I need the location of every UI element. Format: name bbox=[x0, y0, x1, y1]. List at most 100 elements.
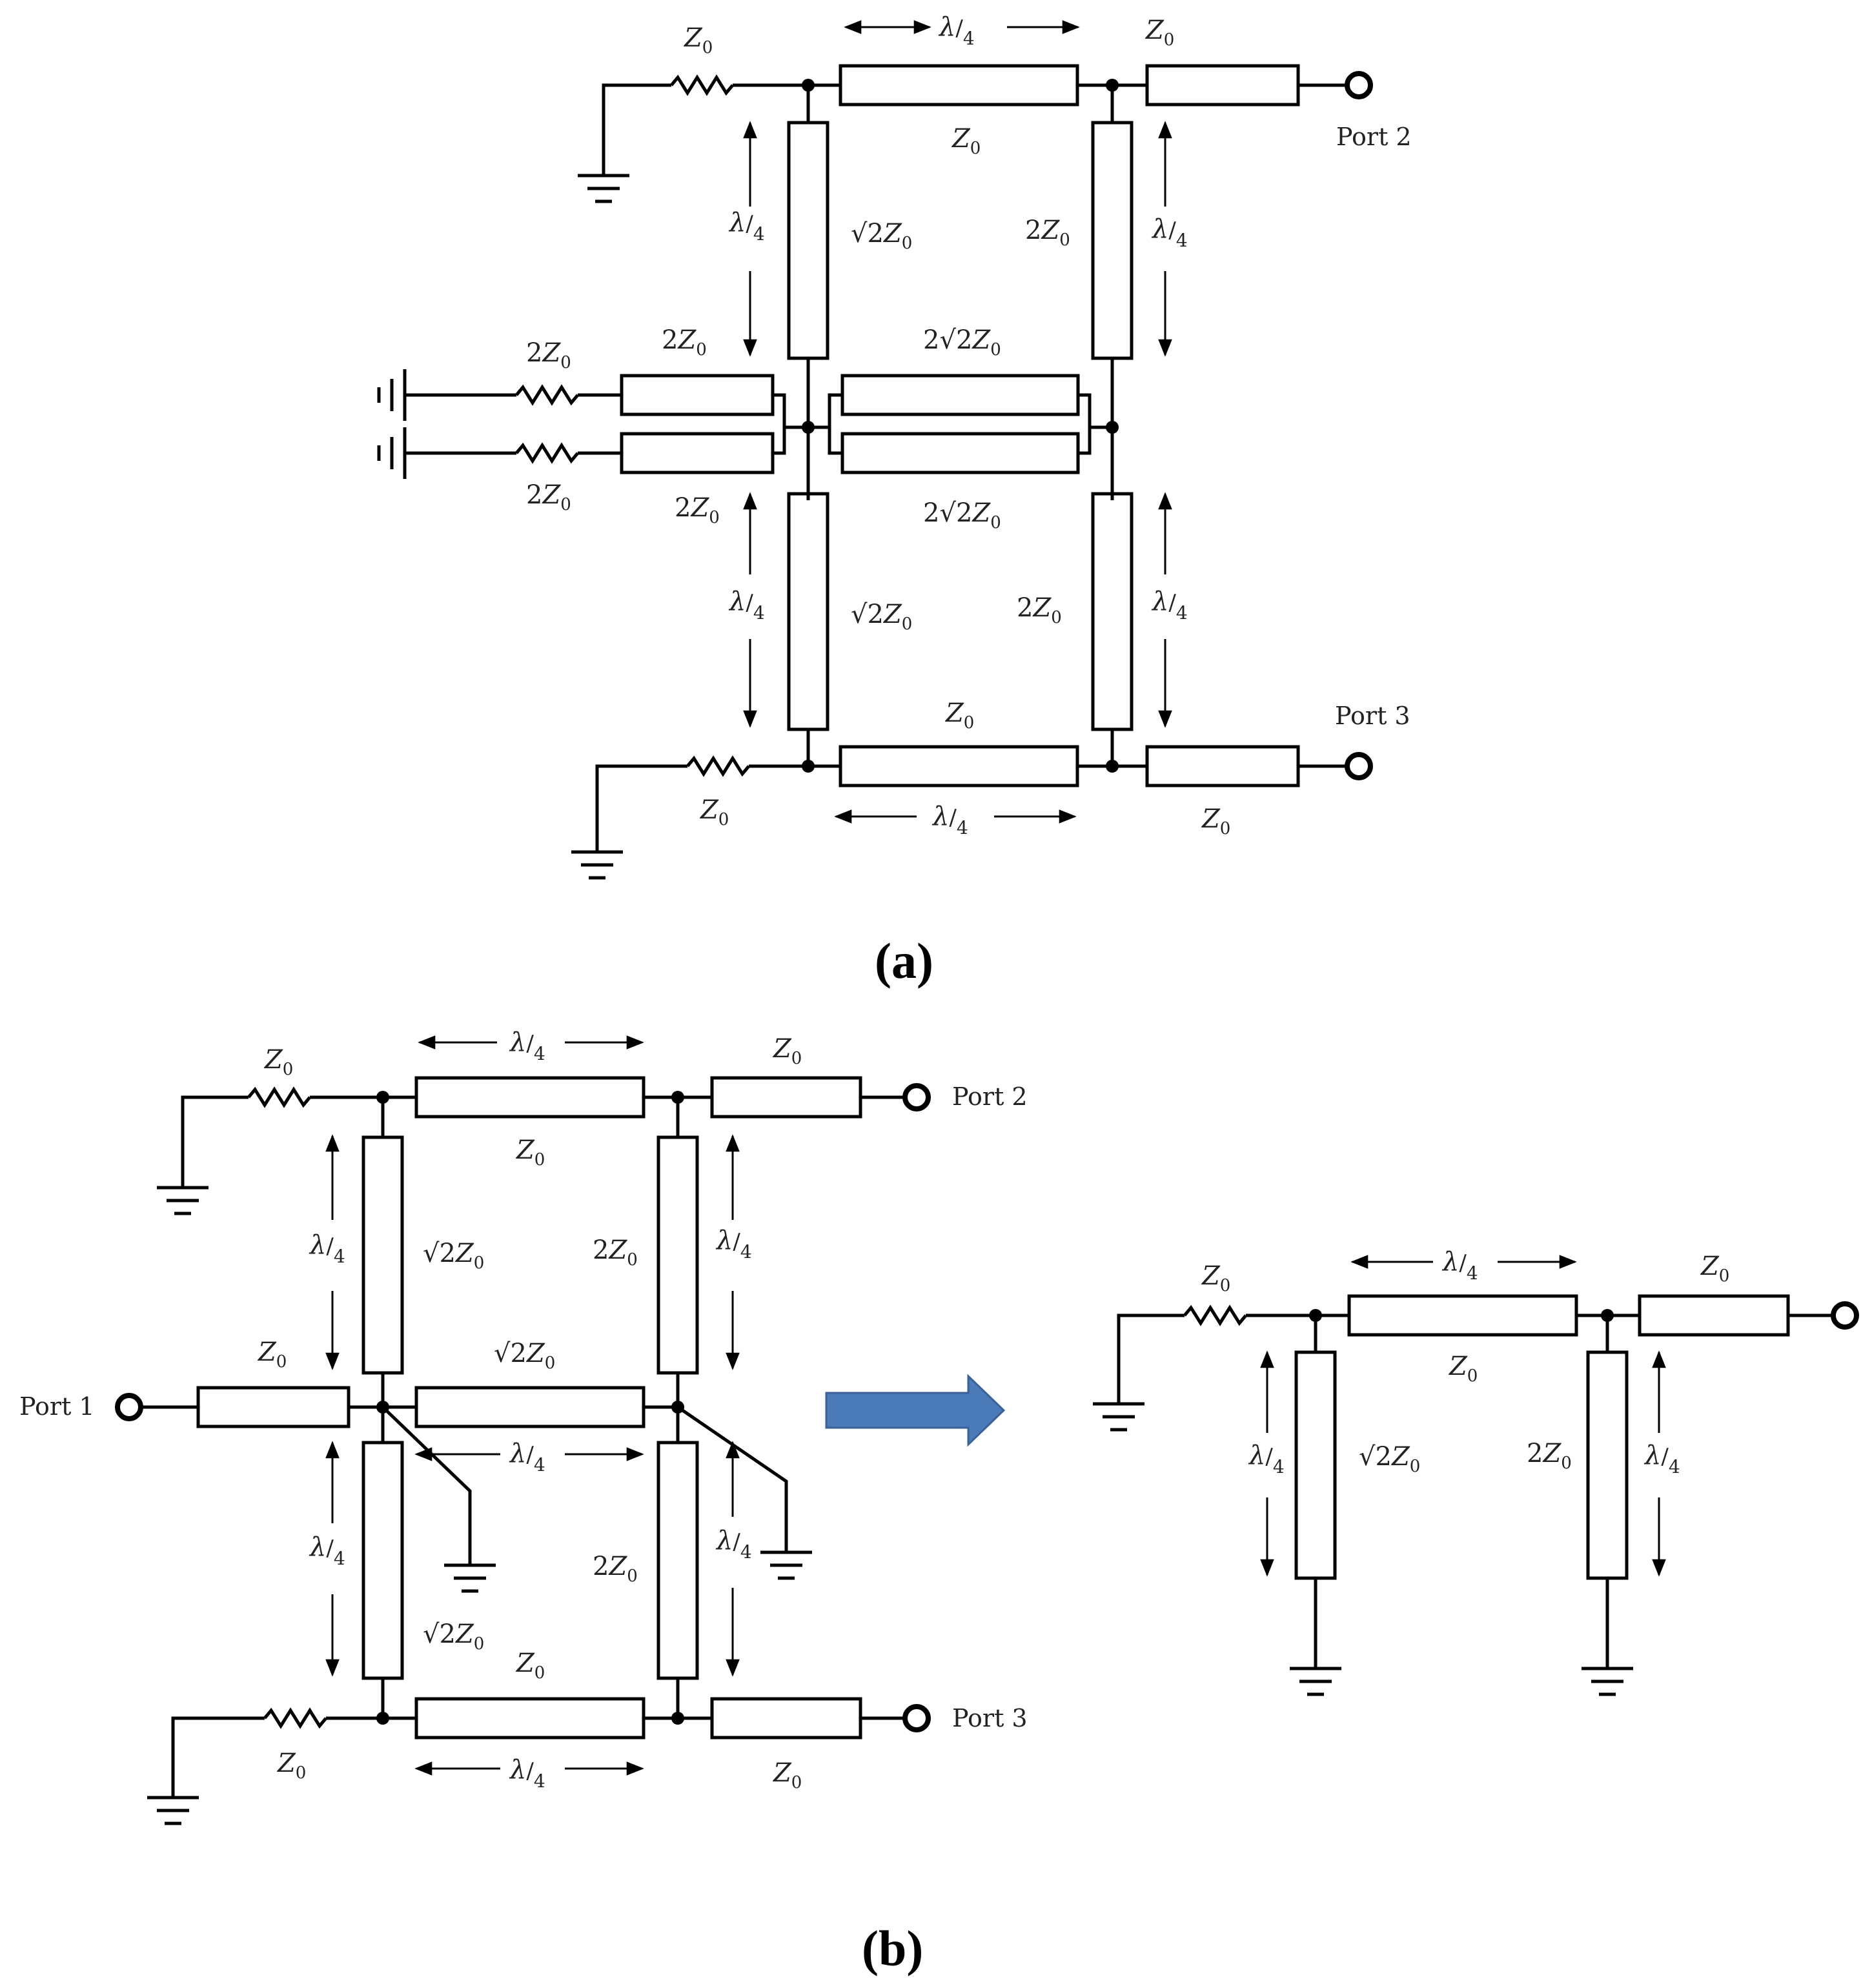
ground-b-mid-right bbox=[760, 1550, 812, 1580]
label-a-z0-1: Z0 bbox=[683, 23, 713, 57]
label-b-lambda-mid: λ/4 bbox=[509, 1439, 545, 1476]
tline-b2-feed bbox=[1638, 1294, 1790, 1337]
label-a-2sqrt2z0-1: 2√2Z0 bbox=[923, 325, 1001, 360]
label-b-z0-4: Z0 bbox=[257, 1337, 287, 1372]
tline-b-lower-left bbox=[361, 1441, 404, 1680]
node-b-2 bbox=[671, 1091, 684, 1104]
labels-panel-b-right: Z0 λ/4 Z0 Z0 λ/4 √2Z0 2Z0 λ/4 bbox=[1201, 1247, 1729, 1477]
short-b-left bbox=[382, 1406, 472, 1565]
label-a-lambda-ul: λ/4 bbox=[728, 208, 765, 245]
ground-a-mid-2 bbox=[377, 427, 407, 479]
node-a-1 bbox=[802, 79, 815, 92]
panel-a bbox=[377, 20, 1373, 880]
node-b-3 bbox=[376, 1401, 389, 1414]
tline-b-upper-left bbox=[361, 1135, 404, 1375]
ground-b-bottom-left bbox=[147, 1796, 199, 1825]
caption-a: (a) bbox=[875, 933, 933, 989]
label-b2-sqrt2z0: √2Z0 bbox=[1359, 1442, 1420, 1476]
label-a-z0-5: Z0 bbox=[699, 795, 729, 829]
label-b-lambda-top: λ/4 bbox=[509, 1028, 545, 1064]
label-b-z0-1: Z0 bbox=[263, 1045, 293, 1079]
resistor-a-mid-1 bbox=[405, 384, 622, 406]
label-a-lambda-bottom: λ/4 bbox=[931, 802, 968, 838]
label-b-z0-7: Z0 bbox=[772, 1758, 802, 1792]
resistor-a-bottom-left bbox=[595, 755, 840, 833]
label-b2-lambda-top: λ/4 bbox=[1441, 1247, 1478, 1284]
label-a-lambda-ur: λ/4 bbox=[1151, 214, 1188, 251]
tline-b2-top bbox=[1347, 1294, 1578, 1337]
port2-label-b: Port 2 bbox=[952, 1082, 1028, 1111]
label-b2-2z0: 2Z0 bbox=[1527, 1439, 1572, 1473]
port3-terminal-b bbox=[902, 1704, 931, 1732]
tline-b2-stub-right bbox=[1586, 1350, 1629, 1580]
tline-b-bottom bbox=[414, 1697, 646, 1740]
resistor-a-mid-2 bbox=[405, 442, 622, 464]
label-a-sqrt2z0-2: √2Z0 bbox=[851, 600, 912, 634]
label-a-z0-4: Z0 bbox=[944, 698, 974, 733]
labels-panel-b-left: Z0 λ/4 Z0 Port 2 Z0 λ/4 √2Z0 2Z0 λ/4 Por… bbox=[19, 1028, 1028, 1792]
node-b-4 bbox=[671, 1401, 684, 1414]
label-b-lambda-ur: λ/4 bbox=[715, 1226, 752, 1263]
ground-a-bottom-left bbox=[571, 833, 623, 880]
node-b-6 bbox=[671, 1712, 684, 1725]
port3-label-b: Port 3 bbox=[952, 1704, 1028, 1732]
tline-a-port3-feed bbox=[1145, 745, 1300, 787]
tline-b-port1-feed bbox=[196, 1386, 351, 1428]
label-a-z0-2: Z0 bbox=[1145, 15, 1174, 50]
label-b-lambda-bottom: λ/4 bbox=[509, 1755, 545, 1792]
label-b2-lambda-right: λ/4 bbox=[1643, 1441, 1680, 1477]
label-b-lambda-ll: λ/4 bbox=[309, 1532, 345, 1569]
tline-a-bottom bbox=[839, 745, 1079, 787]
port3-terminal-a bbox=[1345, 752, 1373, 780]
label-a-lambda-lr: λ/4 bbox=[1151, 587, 1188, 624]
node-b-5 bbox=[376, 1712, 389, 1725]
tline-b-top bbox=[414, 1076, 646, 1119]
label-b-z0-3: Z0 bbox=[515, 1135, 545, 1170]
label-a-2z0-1: 2Z0 bbox=[1025, 216, 1070, 250]
ground-b2-stub-right bbox=[1582, 1667, 1633, 1696]
resistor-b-bottom-left bbox=[171, 1707, 416, 1798]
tline-b2-stub-left bbox=[1294, 1350, 1337, 1580]
panel-b-right bbox=[1093, 1255, 1859, 1696]
label-a-2sqrt2z0-2: 2√2Z0 bbox=[923, 498, 1001, 532]
label-b2-lambda-left: λ/4 bbox=[1248, 1441, 1285, 1477]
ground-b-mid-left bbox=[444, 1563, 496, 1593]
label-b-sqrt2z0-mid: √2Z0 bbox=[494, 1339, 555, 1373]
short-b-right bbox=[677, 1405, 788, 1552]
label-b-sqrt2z0-2: √2Z0 bbox=[423, 1619, 484, 1654]
caption-b: (b) bbox=[862, 1920, 923, 1976]
node-b2-2 bbox=[1601, 1309, 1614, 1322]
label-b-sqrt2z0-1: √2Z0 bbox=[423, 1239, 484, 1273]
tline-a-port2-feed bbox=[1145, 64, 1300, 107]
label-a-2z0-r1: 2Z0 bbox=[526, 338, 571, 372]
tline-a-upper-left bbox=[787, 121, 829, 360]
resistor-b2-top-left bbox=[1117, 1304, 1349, 1404]
tline-a-mid-right-2 bbox=[840, 432, 1080, 474]
node-a-4 bbox=[1106, 421, 1119, 434]
tline-a-top bbox=[839, 64, 1079, 107]
tline-a-mid-left-1 bbox=[620, 374, 775, 416]
tline-b-port2-feed bbox=[710, 1076, 862, 1119]
tline-a-mid-right-1 bbox=[840, 374, 1080, 416]
label-b-lambda-lr: λ/4 bbox=[715, 1526, 752, 1563]
ground-a-top-left bbox=[578, 119, 629, 203]
tline-b-mid bbox=[414, 1386, 646, 1428]
label-a-2z0-t2: 2Z0 bbox=[675, 493, 720, 527]
ground-b-top-left bbox=[157, 1184, 209, 1215]
label-b2-z0-1: Z0 bbox=[1201, 1261, 1230, 1295]
label-a-sqrt2z0-1: √2Z0 bbox=[851, 219, 912, 253]
label-a-lambda-ll: λ/4 bbox=[728, 587, 765, 624]
label-a-2z0-t1: 2Z0 bbox=[662, 325, 707, 360]
port-terminal-b2 bbox=[1831, 1301, 1859, 1330]
label-b-2z0-2: 2Z0 bbox=[593, 1552, 638, 1586]
port3-label-a: Port 3 bbox=[1335, 702, 1410, 730]
label-b-z0-2: Z0 bbox=[772, 1034, 802, 1068]
tline-b-upper-right bbox=[656, 1135, 699, 1375]
label-a-2z0-2: 2Z0 bbox=[1017, 593, 1062, 627]
tline-a-lower-right bbox=[1091, 492, 1134, 731]
port2-terminal-b bbox=[902, 1083, 931, 1111]
tline-a-lower-left bbox=[787, 492, 829, 731]
port1-label-b: Port 1 bbox=[19, 1392, 95, 1421]
